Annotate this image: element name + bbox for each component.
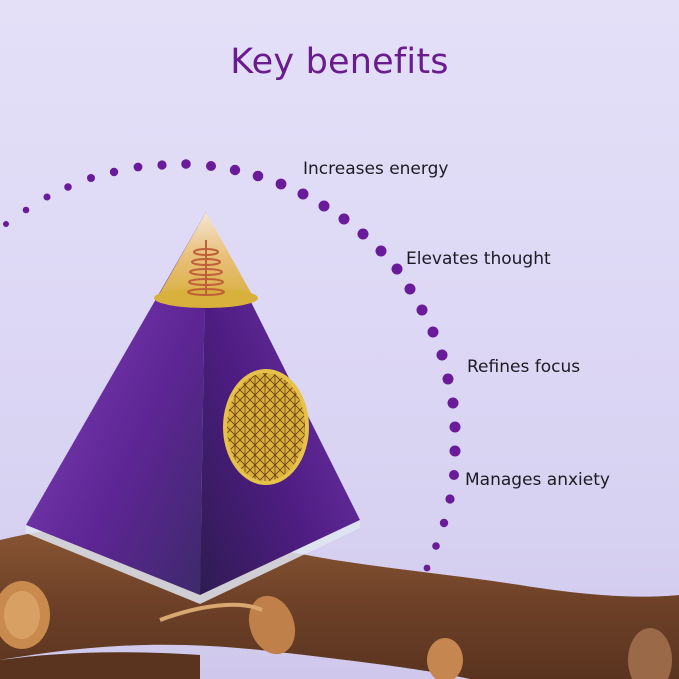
benefit-increases-energy: Increases energy [303,159,449,179]
benefit-manages-anxiety: Manages anxiety [465,470,610,490]
dotted-arc-path [3,159,461,572]
orgonite-pyramid [26,212,360,604]
benefit-refines-focus: Refines focus [467,357,581,377]
page-title: Key benefits [230,42,449,82]
benefit-elevates-thought: Elevates thought [406,249,551,269]
flower-of-life-emblem [223,369,309,485]
